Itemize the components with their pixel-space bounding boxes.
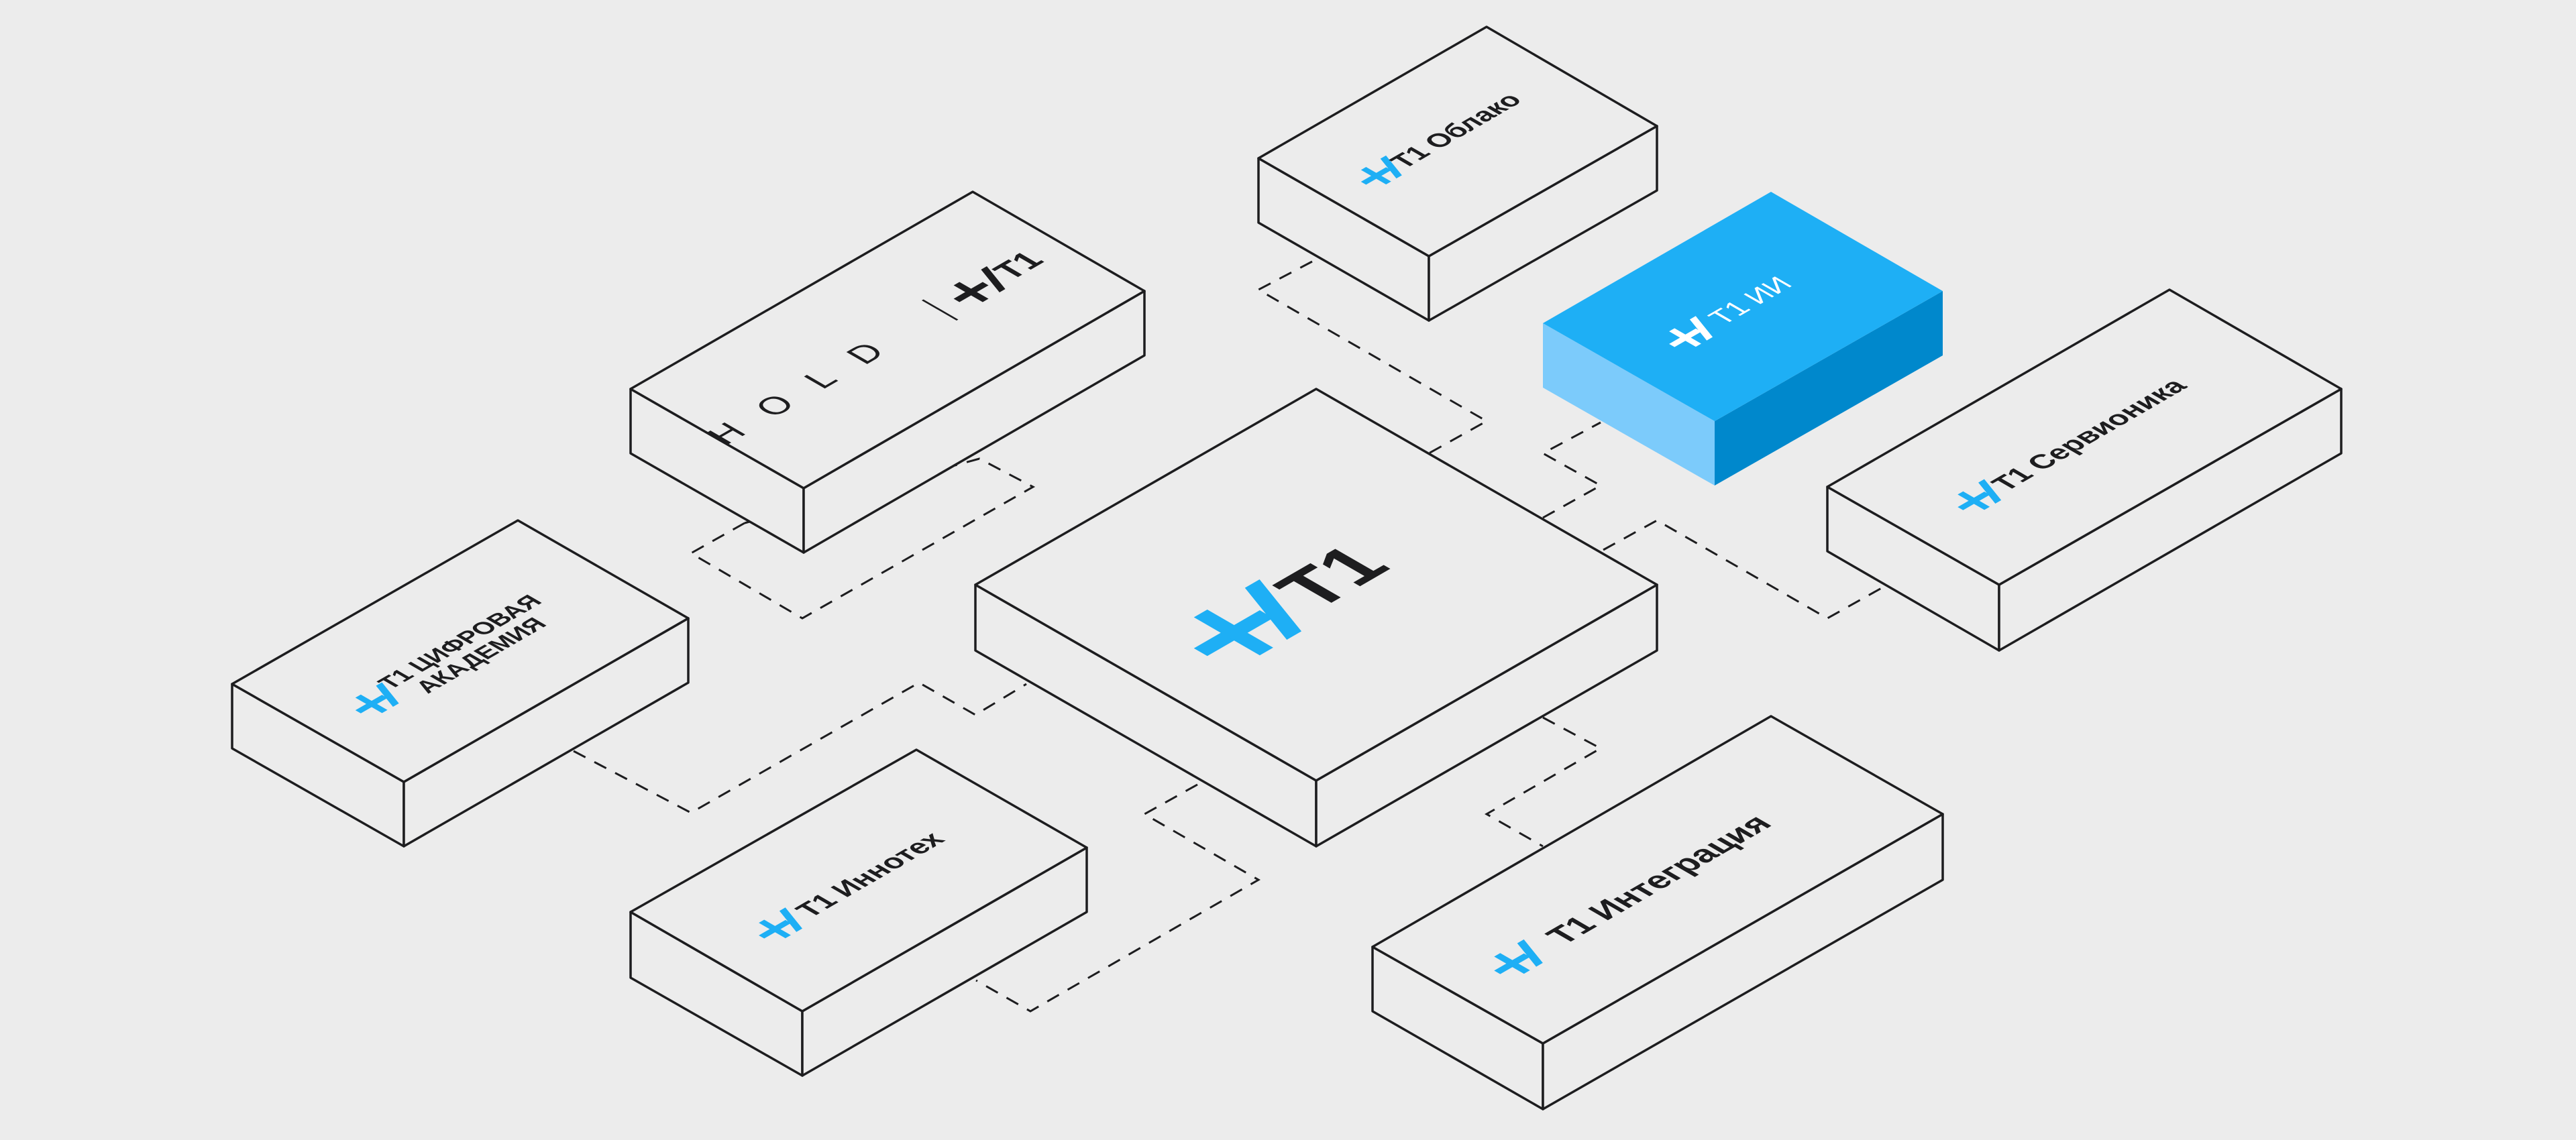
connector-ii [1540, 421, 1603, 519]
block-ii[interactable]: T1 ИИ [1543, 192, 1943, 486]
block-innotech[interactable]: T1 Иннотех [629, 748, 1088, 1077]
holding-divider [921, 299, 959, 321]
connectors [573, 260, 1886, 1013]
connector-holding [688, 457, 1036, 620]
block-integration[interactable]: T1 Интеграция [1371, 715, 1944, 1110]
block-servionika[interactable]: T1 Сервионика [1826, 288, 2343, 652]
block-oblako[interactable]: T1 Облако [1257, 25, 1658, 322]
connector-integration [1484, 716, 1603, 848]
connector-oblako [1256, 260, 1489, 455]
block-center[interactable]: T1 [974, 388, 1658, 848]
connector-innotech [975, 783, 1261, 1013]
block-academy[interactable]: T1 ЦИФРОВАЯ АКАДЕМИЯ [231, 519, 690, 848]
connector-servionika [1603, 519, 1886, 620]
block-holding[interactable]: HOLD T1 [629, 190, 1146, 554]
connector-academy [573, 681, 1027, 814]
